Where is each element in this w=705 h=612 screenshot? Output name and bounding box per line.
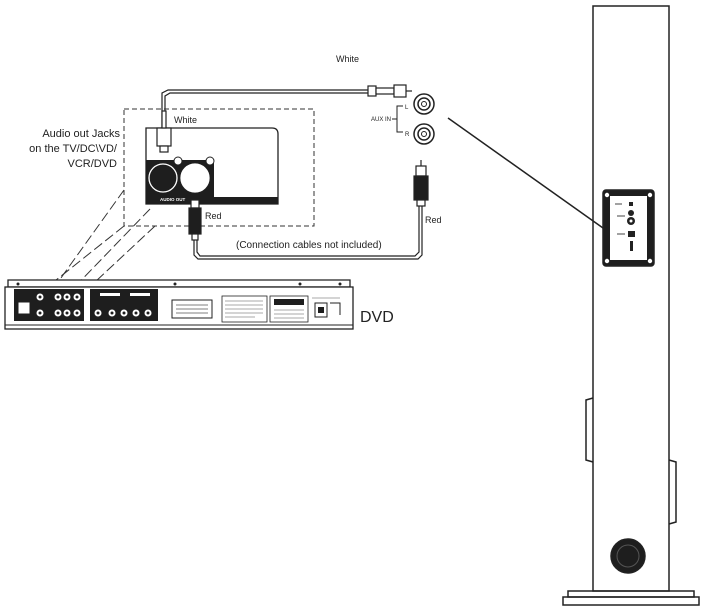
- aux-r-label: R: [405, 132, 410, 138]
- tower-foot: [562, 596, 700, 606]
- pointer-line: [447, 117, 604, 229]
- white-plug-audio-out: [156, 110, 172, 153]
- audio-out-jacks-line-2: on the TV/DC\VD/: [29, 143, 118, 155]
- red-plug-label: Red: [205, 211, 222, 221]
- red-right-label: Red: [425, 215, 442, 225]
- tower-side-bump-left: [585, 397, 594, 463]
- audio-out-jacks-line-1: Audio out Jacks: [42, 128, 120, 140]
- tower-base: [567, 590, 695, 598]
- white-plug-aux: [367, 84, 412, 98]
- zoom-box: [123, 108, 315, 227]
- tower-side-bump-right: [668, 459, 677, 525]
- audio-out-jacks-line-3: VCR/DVD: [67, 158, 117, 170]
- audio-out-jacks-label: Audio out Jacks on the TV/DC\VD/ VCR/DVD: [29, 128, 120, 170]
- red-cable: [193, 205, 423, 260]
- woofer-inner: [616, 544, 640, 568]
- audio-out-panel: [145, 127, 279, 205]
- red-plug-audio-out: [188, 199, 202, 241]
- dvd-label: DVD: [360, 309, 394, 326]
- tower-body: [592, 5, 670, 592]
- aux-l-label: L: [405, 105, 409, 111]
- tower-speaker: [562, 5, 700, 606]
- white-top-label: White: [336, 54, 359, 64]
- red-plug-aux: [413, 160, 429, 207]
- dvd-player: [4, 279, 354, 330]
- cables-note: (Connection cables not included): [236, 240, 382, 251]
- aux-in-label: AUX IN: [371, 117, 391, 123]
- audio-out-panel-label: AUDIO OUT: [160, 197, 186, 202]
- tower-rear-panel: [602, 189, 655, 267]
- aux-in-jacks: [392, 93, 435, 145]
- white-plug-label: White: [174, 115, 197, 125]
